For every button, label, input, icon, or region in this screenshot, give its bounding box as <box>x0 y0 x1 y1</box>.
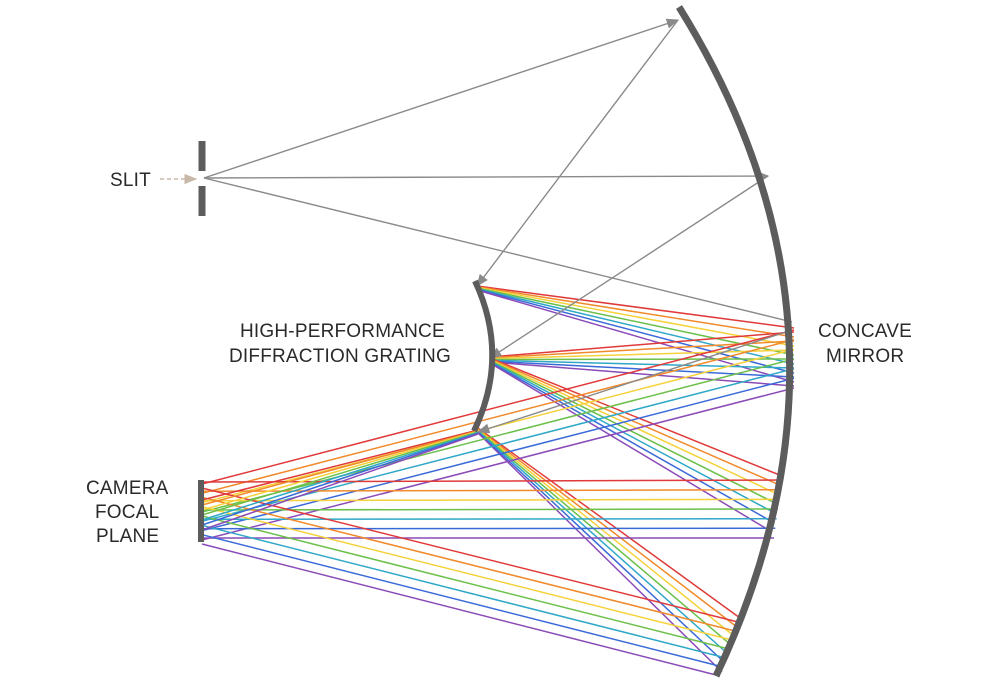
ray-mirror-top-to-grating <box>476 19 679 288</box>
ray-grating-bottom-to-camera-green <box>201 431 479 516</box>
ray-grating-middle-to-mirror-yellow <box>489 349 795 360</box>
camera-label-line2: FOCAL <box>95 502 159 523</box>
ray-slit-to-mirror-lower <box>203 177 793 323</box>
ray-grating-bottom-to-camera-orange <box>201 429 479 506</box>
ray-grating-bottom-to-camera-blue <box>201 432 479 526</box>
ray-mirror-upper-to-camera-blue <box>201 377 795 532</box>
ray-grating-middle-to-lower-mirror-cyan <box>489 360 776 514</box>
ray-mirror-lower-to-camera-blue <box>201 533 724 668</box>
ray-grating-middle-to-mirror-red <box>489 331 795 358</box>
ray-slit-to-mirror-top <box>203 18 680 179</box>
ray-mirror-lower-to-camera-yellow <box>201 505 733 641</box>
dispersed-rays-mirror-to-camera <box>201 329 795 677</box>
ray-mirror-lower-to-camera-red <box>201 487 739 623</box>
concave-mirror <box>676 5 794 678</box>
ray-grating-top-to-mirror-red <box>476 285 795 329</box>
ray-grating-top-to-mirror-orange <box>476 285 795 338</box>
ray-grating-bottom-to-lower-mirror-yellow <box>477 429 735 637</box>
ray-grating-bottom-to-camera-cyan <box>201 431 479 521</box>
input-ray-paths <box>203 18 793 434</box>
camera-label-line1: CAMERA <box>86 478 169 499</box>
ray-mirror-middle-to-grating <box>488 175 769 359</box>
ray-mirror-lower-to-camera-green <box>201 515 730 650</box>
ray-grating-bottom-to-lower-mirror-cyan <box>477 430 729 655</box>
diffraction-grating <box>471 279 496 433</box>
ray-mirror-upper-to-camera-violet <box>201 387 795 541</box>
ray-grating-bottom-to-camera-violet <box>201 433 479 531</box>
dispersed-rays-camera-to-mirror <box>201 429 479 531</box>
camera-label-line3: PLANE <box>96 526 159 547</box>
ray-mirror-mid-to-camera-cyan <box>201 517 777 521</box>
ray-mirror-upper-to-camera-green <box>201 358 795 513</box>
ray-grating-middle-to-lower-mirror-red <box>489 357 783 477</box>
ray-grating-bottom-to-lower-mirror-blue <box>477 431 726 664</box>
grating-label-line2: DIFFRACTION GRATING <box>229 346 451 367</box>
ray-mirror-mid-to-camera-orange <box>201 488 781 493</box>
ray-grating-middle-to-mirror-green <box>489 358 795 361</box>
ray-grating-middle-to-lower-mirror-yellow <box>489 359 780 496</box>
ray-mirror-upper-to-camera-red <box>201 329 795 485</box>
ray-mirror-lower-to-camera-cyan <box>201 524 727 659</box>
ray-grating-bottom-to-camera-red <box>201 429 479 501</box>
ray-mirror-lower-to-camera-violet <box>201 543 721 677</box>
slit-label: SLIT <box>110 170 151 191</box>
ray-slit-to-mirror-middle <box>203 171 770 182</box>
ray-grating-middle-to-lower-mirror-orange <box>489 358 781 486</box>
ray-mirror-lower-to-camera-orange <box>201 496 736 632</box>
ray-grating-bottom-to-lower-mirror-violet <box>477 432 723 673</box>
ray-grating-middle-to-lower-mirror-blue <box>489 361 775 524</box>
ray-mirror-mid-to-camera-green <box>201 508 779 511</box>
mirror-label-line2: MIRROR <box>826 346 904 367</box>
grating-label-line1: HIGH-PERFORMANCE <box>240 321 445 342</box>
ray-mirror-upper-to-camera-orange <box>201 338 795 495</box>
ray-grating-top-to-mirror-yellow <box>476 286 795 347</box>
ray-grating-middle-to-lower-mirror-violet <box>489 362 773 533</box>
ray-mirror-mid-to-camera-yellow <box>201 498 780 502</box>
ray-mirror-lower-to-grating <box>476 329 793 434</box>
ray-grating-bottom-to-lower-mirror-red <box>477 427 741 619</box>
mirror-label-line1: CONCAVE <box>818 321 912 342</box>
ray-grating-middle-to-mirror-cyan <box>489 359 795 369</box>
ray-grating-bottom-to-camera-yellow <box>201 430 479 511</box>
